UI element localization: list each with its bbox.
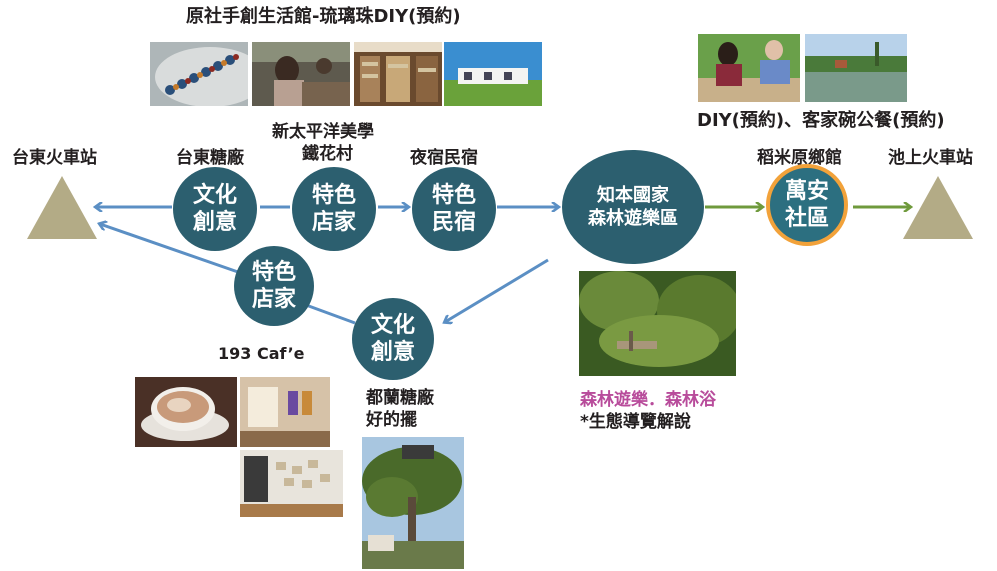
node-special-shop-2: 特色 店家 <box>234 246 314 326</box>
node-shop2-line2: 店家 <box>251 287 296 312</box>
photo-dulan-tree <box>362 437 464 569</box>
chishang-station-triangle <box>903 176 973 239</box>
photo-diy-people <box>698 34 800 102</box>
arrow-shop2-to-taitung <box>100 224 239 274</box>
photo-shop-interior <box>354 42 442 106</box>
dulan-label-line2: 好的擺 <box>366 410 417 430</box>
cafe-label: 193 Caf’e <box>218 344 305 363</box>
node-culture1-line1: 文化 <box>192 183 237 208</box>
node-wanan-line1: 萬安 <box>784 179 829 204</box>
daomi-label: 稻米原鄉館 <box>757 148 842 168</box>
photo-cafe-interior <box>240 377 330 447</box>
photo-forest <box>579 271 736 376</box>
chishang-station-label: 池上火車站 <box>888 148 973 168</box>
connector-culture2-shop2 <box>305 303 356 325</box>
taitung-station-label: 台東火車站 <box>12 148 97 168</box>
photo-workshop <box>252 42 350 106</box>
node-zhiben-line1: 知本國家 <box>597 185 669 206</box>
forest-activity-label: 森林遊樂．森林浴 <box>580 390 716 410</box>
node-culture-creative-2: 文化 創意 <box>352 298 434 380</box>
taitung-sugar-label: 台東糖廠 <box>176 148 244 168</box>
photo-building <box>444 42 542 106</box>
node-zhiben-line2: 森林遊樂區 <box>588 208 678 229</box>
node-culture-creative-1: 文化 創意 <box>173 167 257 251</box>
node-culture2-line2: 創意 <box>370 340 415 365</box>
taitung-station-triangle <box>27 176 97 239</box>
new-pacific-label-line2: 鐵花村 <box>302 144 353 164</box>
node-bnb-line1: 特色 <box>431 183 476 208</box>
node-special-bnb: 特色 民宿 <box>412 167 496 251</box>
new-pacific-label-line1: 新太平洋美學 <box>272 122 374 142</box>
node-culture1-line2: 創意 <box>192 210 237 235</box>
node-shop1-line2: 店家 <box>311 210 356 235</box>
night-stay-label: 夜宿民宿 <box>410 148 478 168</box>
node-zhiben-forest: 知本國家 森林遊樂區 <box>562 150 704 264</box>
node-culture2-line1: 文化 <box>370 313 415 338</box>
arrow-zhiben-to-culture2 <box>445 258 549 322</box>
photo-cafe-wall <box>240 450 343 517</box>
node-shop2-line1: 特色 <box>251 260 296 285</box>
node-bnb-line2: 民宿 <box>431 210 476 235</box>
photo-pond <box>805 34 907 102</box>
node-wanan-community: 萬安 社區 <box>766 164 848 246</box>
top-caption: 原社手創生活館-琉璃珠DIY(預約) <box>186 6 461 27</box>
right-caption: DIY(預約)、客家碗公餐(預約) <box>697 110 945 131</box>
node-shop1-line1: 特色 <box>311 183 356 208</box>
dulan-label-line1: 都蘭糖廠 <box>366 388 434 408</box>
eco-tour-label: *生態導覽解說 <box>580 412 691 432</box>
node-special-shop-1: 特色 店家 <box>292 167 376 251</box>
node-wanan-line2: 社區 <box>784 206 829 231</box>
photo-glass-beads <box>150 42 248 106</box>
photo-coffee <box>135 377 237 447</box>
